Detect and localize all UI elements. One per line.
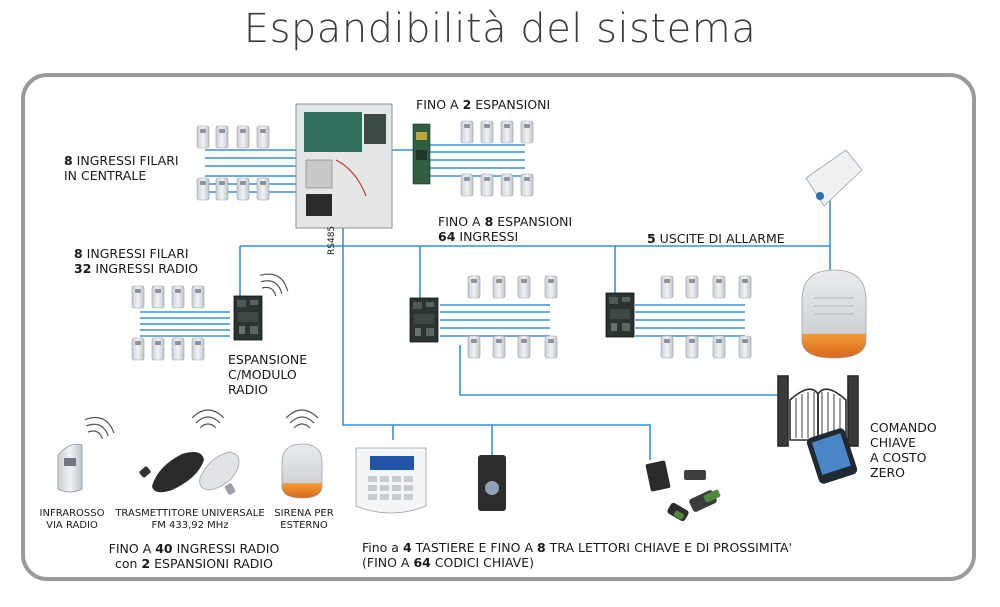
- radio-expansion-line-2: C/MODULO: [228, 367, 297, 382]
- keypads-p2: TASTIERE E FINO A: [411, 540, 537, 555]
- wireless-detector-image: [805, 149, 863, 207]
- radio-total-label: FINO A 40 INGRESSI RADIO con 2 ESPANSION…: [74, 541, 314, 571]
- keypads-readers-label: Fino a 4 TASTIERE E FINO A 8 TRA LETTORI…: [362, 540, 792, 570]
- radio-expansion-line-3: RADIO: [228, 382, 268, 397]
- zero-cost-key-label: COMANDO CHIAVE A COSTO ZERO: [870, 420, 937, 480]
- radio-expansion-inputs-label: 8 INGRESSI FILARI 32 INGRESSI RADIO: [74, 246, 198, 276]
- siren-image: [801, 269, 867, 359]
- central-wired-inputs-label: 8 INGRESSI FILARI IN CENTRALE: [64, 153, 179, 183]
- radio-expansion-line-1: ESPANSIONE: [228, 352, 308, 367]
- radio-total-post-2: ESPANSIONI RADIO: [150, 556, 273, 571]
- keypad-image: [355, 447, 427, 514]
- expansions-8-label: FINO A 8 ESPANSIONI 64 INGRESSI: [438, 214, 572, 244]
- central-wired-count: 8: [64, 153, 73, 168]
- radio-total-count: 40: [155, 541, 173, 556]
- wired-8-text: INGRESSI FILARI: [82, 246, 189, 261]
- gate-image: [777, 375, 859, 447]
- keypads-p1: Fino a: [362, 540, 403, 555]
- expansions-2-count: 2: [462, 97, 472, 112]
- inputs-64-text: INGRESSI: [455, 229, 519, 244]
- readers-count: 8: [536, 540, 546, 555]
- keypads-p5: CODICI CHIAVE): [430, 555, 534, 570]
- expansion-1-sensors: [467, 275, 558, 359]
- radio-total-pre: FINO A: [108, 541, 156, 556]
- alarm-outputs-text: USCITE DI ALLARME: [655, 231, 785, 246]
- key-codes-count: 64: [413, 555, 431, 570]
- siren-line-1: SIRENA PER: [274, 508, 334, 519]
- expansion-sensors: [460, 120, 534, 197]
- alarm-outputs-label: 5 USCITE DI ALLARME: [647, 231, 785, 246]
- infrared-radio-image: [57, 411, 118, 493]
- radio-32-text: INGRESSI RADIO: [91, 261, 199, 276]
- rs485-label: RS485: [327, 225, 337, 255]
- transmitter-line-2: FM 433,92 MHz: [151, 520, 229, 531]
- radio-32-count: 32: [74, 261, 92, 276]
- page-title: Espandibilità del sistema: [243, 6, 757, 52]
- external-siren-label: SIRENA PER ESTERNO: [268, 508, 340, 532]
- radio-expansion-sensors: [131, 285, 205, 361]
- external-siren-small-image: [281, 409, 323, 499]
- expansions-2-pre: FINO A: [416, 97, 463, 112]
- transmitter-line-1: TRASMETTITORE UNIVERSALE: [115, 508, 265, 519]
- central-wired-text-2: IN CENTRALE: [64, 168, 147, 183]
- keypads-count: 4: [402, 540, 412, 555]
- universal-transmitter-image: [139, 409, 240, 495]
- radio-expansion-label: ESPANSIONE C/MODULO RADIO: [228, 352, 307, 397]
- expansions-2-label: FINO A 2 ESPANSIONI: [416, 97, 550, 112]
- bus-lines: [140, 144, 831, 460]
- radio-total-post: INGRESSI RADIO: [172, 541, 280, 556]
- expansions-8-post: ESPANSIONI: [493, 214, 573, 229]
- universal-transmitter-label: TRASMETTITORE UNIVERSALE FM 433,92 MHz: [110, 508, 270, 532]
- siren-line-2: ESTERNO: [280, 520, 328, 531]
- expansions-2-post: ESPANSIONI: [471, 97, 551, 112]
- expansion-module-image: [412, 123, 431, 185]
- key-reader-image: [478, 455, 506, 511]
- infrared-radio-label: INFRAROSSO VIA RADIO: [26, 508, 118, 532]
- central-sensors-left: [196, 125, 270, 201]
- diagram-frame: [21, 73, 976, 581]
- zero-cost-line-1: COMANDO: [870, 420, 937, 435]
- infrared-line-1: INFRAROSSO: [39, 508, 105, 519]
- expansion-board-2: [605, 292, 635, 338]
- inputs-64-count: 64: [438, 229, 456, 244]
- smartphone-image: [806, 428, 858, 484]
- zero-cost-line-4: ZERO: [870, 465, 905, 480]
- keypads-p4: (FINO A: [362, 555, 414, 570]
- expansion-board-1: [409, 297, 439, 343]
- radio-expansion-board: [233, 267, 293, 341]
- zero-cost-line-3: A COSTO: [870, 450, 927, 465]
- proximity-reader-image: [645, 460, 721, 522]
- expansions-8-pre: FINO A: [438, 214, 485, 229]
- radio-exp-count: 2: [141, 556, 151, 571]
- expansion-2-sensors: [660, 275, 752, 359]
- wired-8-count: 8: [74, 246, 83, 261]
- expansions-8-count: 8: [484, 214, 494, 229]
- keypads-p3: TRA LETTORI CHIAVE E DI PROSSIMITA': [545, 540, 792, 555]
- central-wired-text: INGRESSI FILARI: [72, 153, 179, 168]
- alarm-outputs-count: 5: [647, 231, 656, 246]
- zero-cost-line-2: CHIAVE: [870, 435, 917, 450]
- central-unit-image: [295, 103, 393, 229]
- infrared-line-2: VIA RADIO: [46, 520, 98, 531]
- radio-total-pre-2: con: [115, 556, 142, 571]
